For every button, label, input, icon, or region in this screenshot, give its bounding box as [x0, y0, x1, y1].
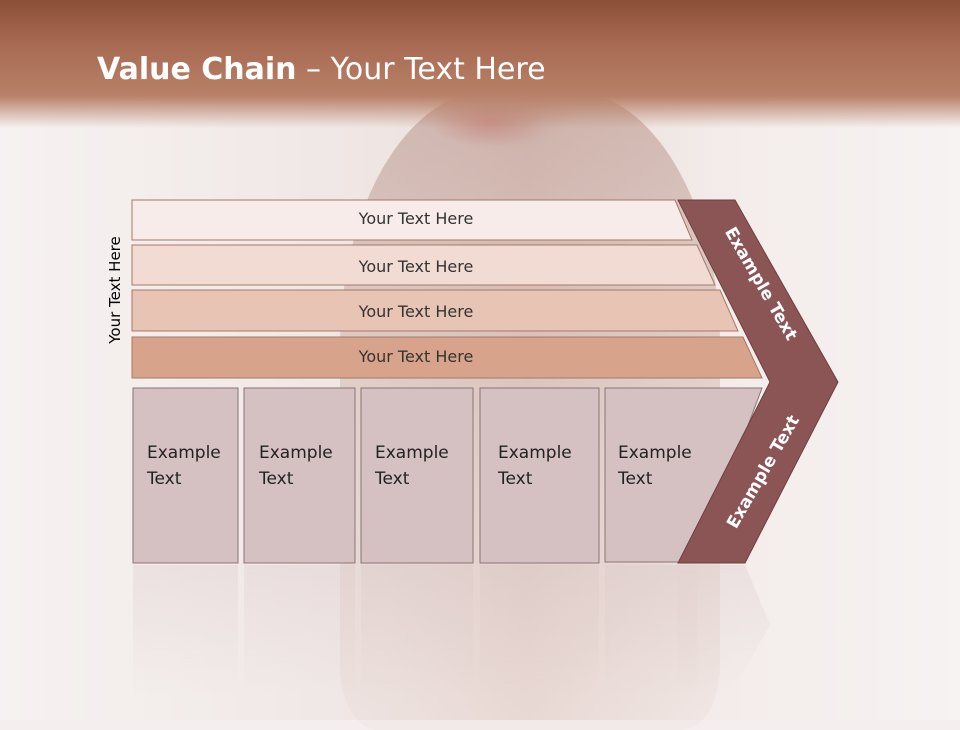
- primary-cell-label-3-line2: Text: [375, 469, 410, 489]
- support-bar-label-3: Your Text Here: [358, 302, 474, 321]
- support-bar-2: [131, 244, 716, 286]
- primary-cell-2: [243, 387, 356, 564]
- primary-cell-label-2-line2: Text: [259, 469, 294, 489]
- title-bar: [0, 0, 960, 128]
- margin-chevron: [677, 199, 839, 564]
- support-bar-label-4: Your Text Here: [358, 347, 474, 366]
- primary-cell-label-5-line2: Text: [618, 469, 653, 489]
- primary-cell-4: [479, 387, 600, 564]
- primary-cell-label-1-line2: Text: [147, 469, 182, 489]
- primary-cell-label-5-line1: Example: [618, 443, 692, 463]
- slide-title-bold: Value Chain: [97, 52, 297, 87]
- support-bar-4: [131, 336, 763, 379]
- support-bar-label-1: Your Text Here: [358, 209, 474, 228]
- primary-cell-label-4-line2: Text: [498, 469, 533, 489]
- primary-cell-label-2-line1: Example: [259, 443, 333, 463]
- support-bar-label-2: Your Text Here: [358, 257, 474, 276]
- slide-title: Value Chain – Your Text Here: [97, 52, 546, 87]
- primary-cell-1: [132, 387, 239, 564]
- primary-cell-label-4-line1: Example: [498, 443, 572, 463]
- support-bar-1: [131, 199, 693, 241]
- primary-cell-3: [360, 387, 474, 564]
- primary-cell-label-3-line1: Example: [375, 443, 449, 463]
- support-bar-3: [131, 289, 739, 332]
- slide-title-rest: – Your Text Here: [296, 52, 546, 87]
- primary-cell-label-1-line1: Example: [147, 443, 221, 463]
